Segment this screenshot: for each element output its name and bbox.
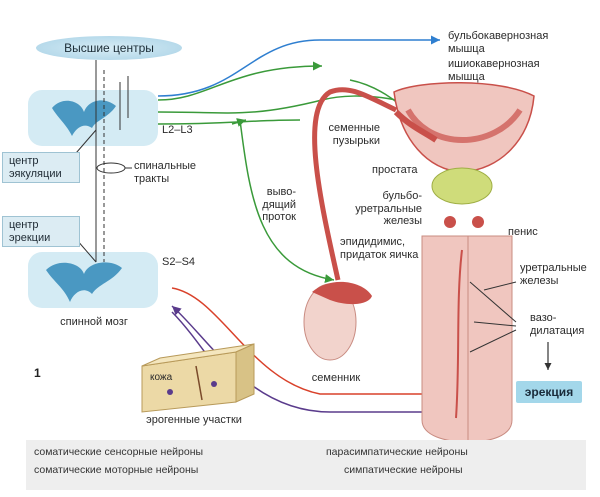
somatic-motor-pathway [157,35,440,97]
s2-s4-label: S2–S4 [162,256,196,268]
spinal-segment-lower [28,252,158,308]
prostate-shape [431,167,493,205]
erection-text: эрекция [524,385,574,399]
erection-center-box: центр эрекции [2,216,80,248]
bulbocavernosus-label: бульбокавернозная мышца [448,30,549,55]
vasodilation-label: вазо-дилатация [530,312,585,337]
erogenous-zones-label: эрогенные участки [146,414,242,426]
erection-box: эрекция [516,381,582,403]
penis-label: пенис [508,226,538,238]
testis-shape [303,281,372,361]
epididymis-label: эпидидимис, придаток яичка [340,236,419,261]
spinal-segment-upper [28,90,158,146]
figure-number: 1 [34,366,41,380]
testis-label: семенник [311,372,361,384]
vasodilation-lines [469,281,517,353]
ejaculation-center-box: центр эякуляции [2,152,80,184]
legend: соматические сенсорные нейроны соматичес… [26,440,586,490]
higher-centers-text: Высшие центры [64,41,154,55]
skin-block [141,343,255,413]
legend-sympathetic: симпатические нейроны [344,464,463,476]
urethral-glands-label: уретральные железы [520,262,587,287]
penis-shape [421,235,513,443]
bulbourethral-glands-label: бульбо-уретральные железы [355,190,422,228]
vas-deferens-shape [312,87,398,281]
bulbourethral-gland-right [472,216,484,228]
prostate-label: простата [372,164,418,176]
vas-deferens-label: выво-дящий проток [262,186,296,224]
legend-somatic-sensory: соматические сенсорные нейроны [34,446,204,458]
ischiocavernosus-label: ишиокавернозная мышца [448,58,540,83]
spinal-tracts-marker [96,162,126,174]
spinal-cord-label: спинной мозг [60,316,128,328]
seminal-vesicles-label: семенные пузырьки [328,122,380,147]
seminal-vesicle-shape [393,109,438,143]
bulbourethral-gland-left [444,216,456,228]
l2-l3-label: L2–L3 [162,124,193,136]
higher-centers-label: Высшие центры [36,36,182,60]
spinal-tracts-label: спинальные тракты [134,160,197,185]
legend-parasympathetic: парасимпатические нейроны [326,446,468,458]
skin-label: кожа [150,372,173,383]
spinal-tract-lines [95,60,129,262]
legend-somatic-motor: соматические моторные нейроны [34,464,199,476]
bladder-shape [393,82,535,173]
